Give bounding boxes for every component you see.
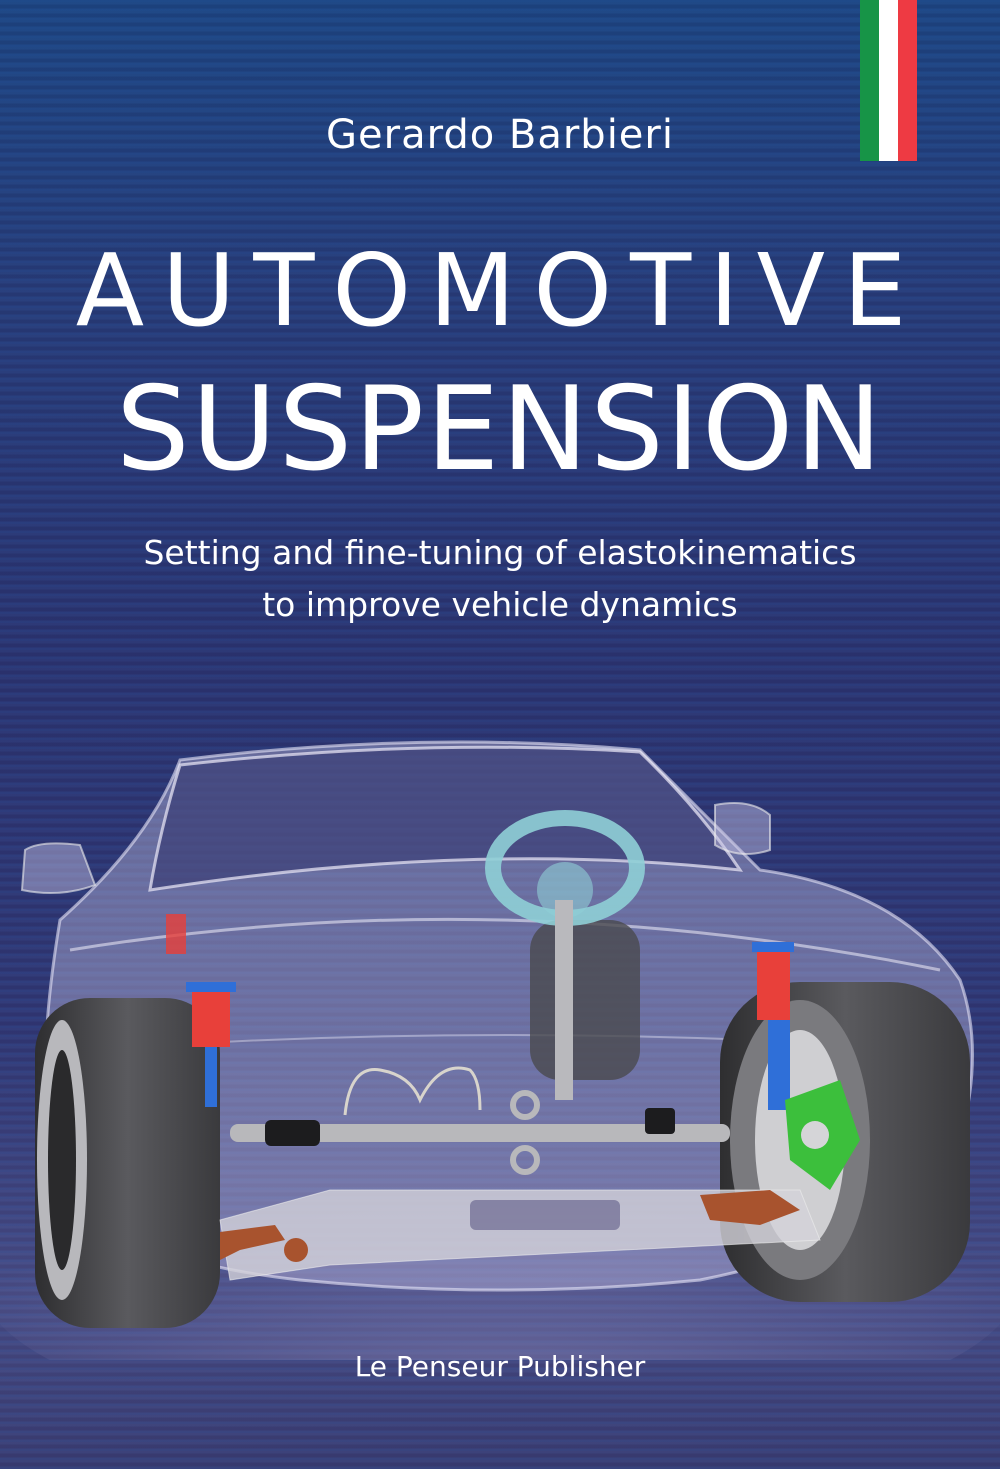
subtitle: Setting and fine-tuning of elastokinemat… <box>0 527 1000 631</box>
subtitle-line-2: to improve vehicle dynamics <box>262 585 738 624</box>
right-steering-knuckle <box>785 1080 860 1190</box>
left-coil-spring <box>186 982 236 1107</box>
windshield <box>148 745 744 892</box>
flag-green-stripe <box>860 0 879 161</box>
title-line-1: AUTOMOTIVE <box>75 232 925 349</box>
lower-control-arm-right <box>700 1190 800 1225</box>
italian-flag-icon <box>860 0 917 161</box>
steering-wheel <box>485 810 645 1100</box>
left-rear-spring <box>166 914 186 954</box>
front-subframe <box>219 1189 821 1281</box>
lower-control-arm-left <box>220 1225 308 1262</box>
left-front-wheel <box>35 998 220 1328</box>
flag-white-stripe <box>879 0 898 161</box>
left-mirror <box>20 842 97 894</box>
right-mirror <box>714 802 771 855</box>
car-suspension-illustration <box>0 740 1000 1360</box>
right-coil-spring <box>752 942 794 1110</box>
author-name: Gerardo Barbieri <box>326 112 674 158</box>
rear-tire <box>530 920 640 1080</box>
flag-red-stripe <box>898 0 917 161</box>
title-line-2: SUSPENSION <box>115 362 885 497</box>
subtitle-line-1: Setting and fine-tuning of elastokinemat… <box>143 533 857 572</box>
steering-rack <box>230 1066 730 1175</box>
publisher-name: Le Penseur Publisher <box>354 1350 646 1383</box>
